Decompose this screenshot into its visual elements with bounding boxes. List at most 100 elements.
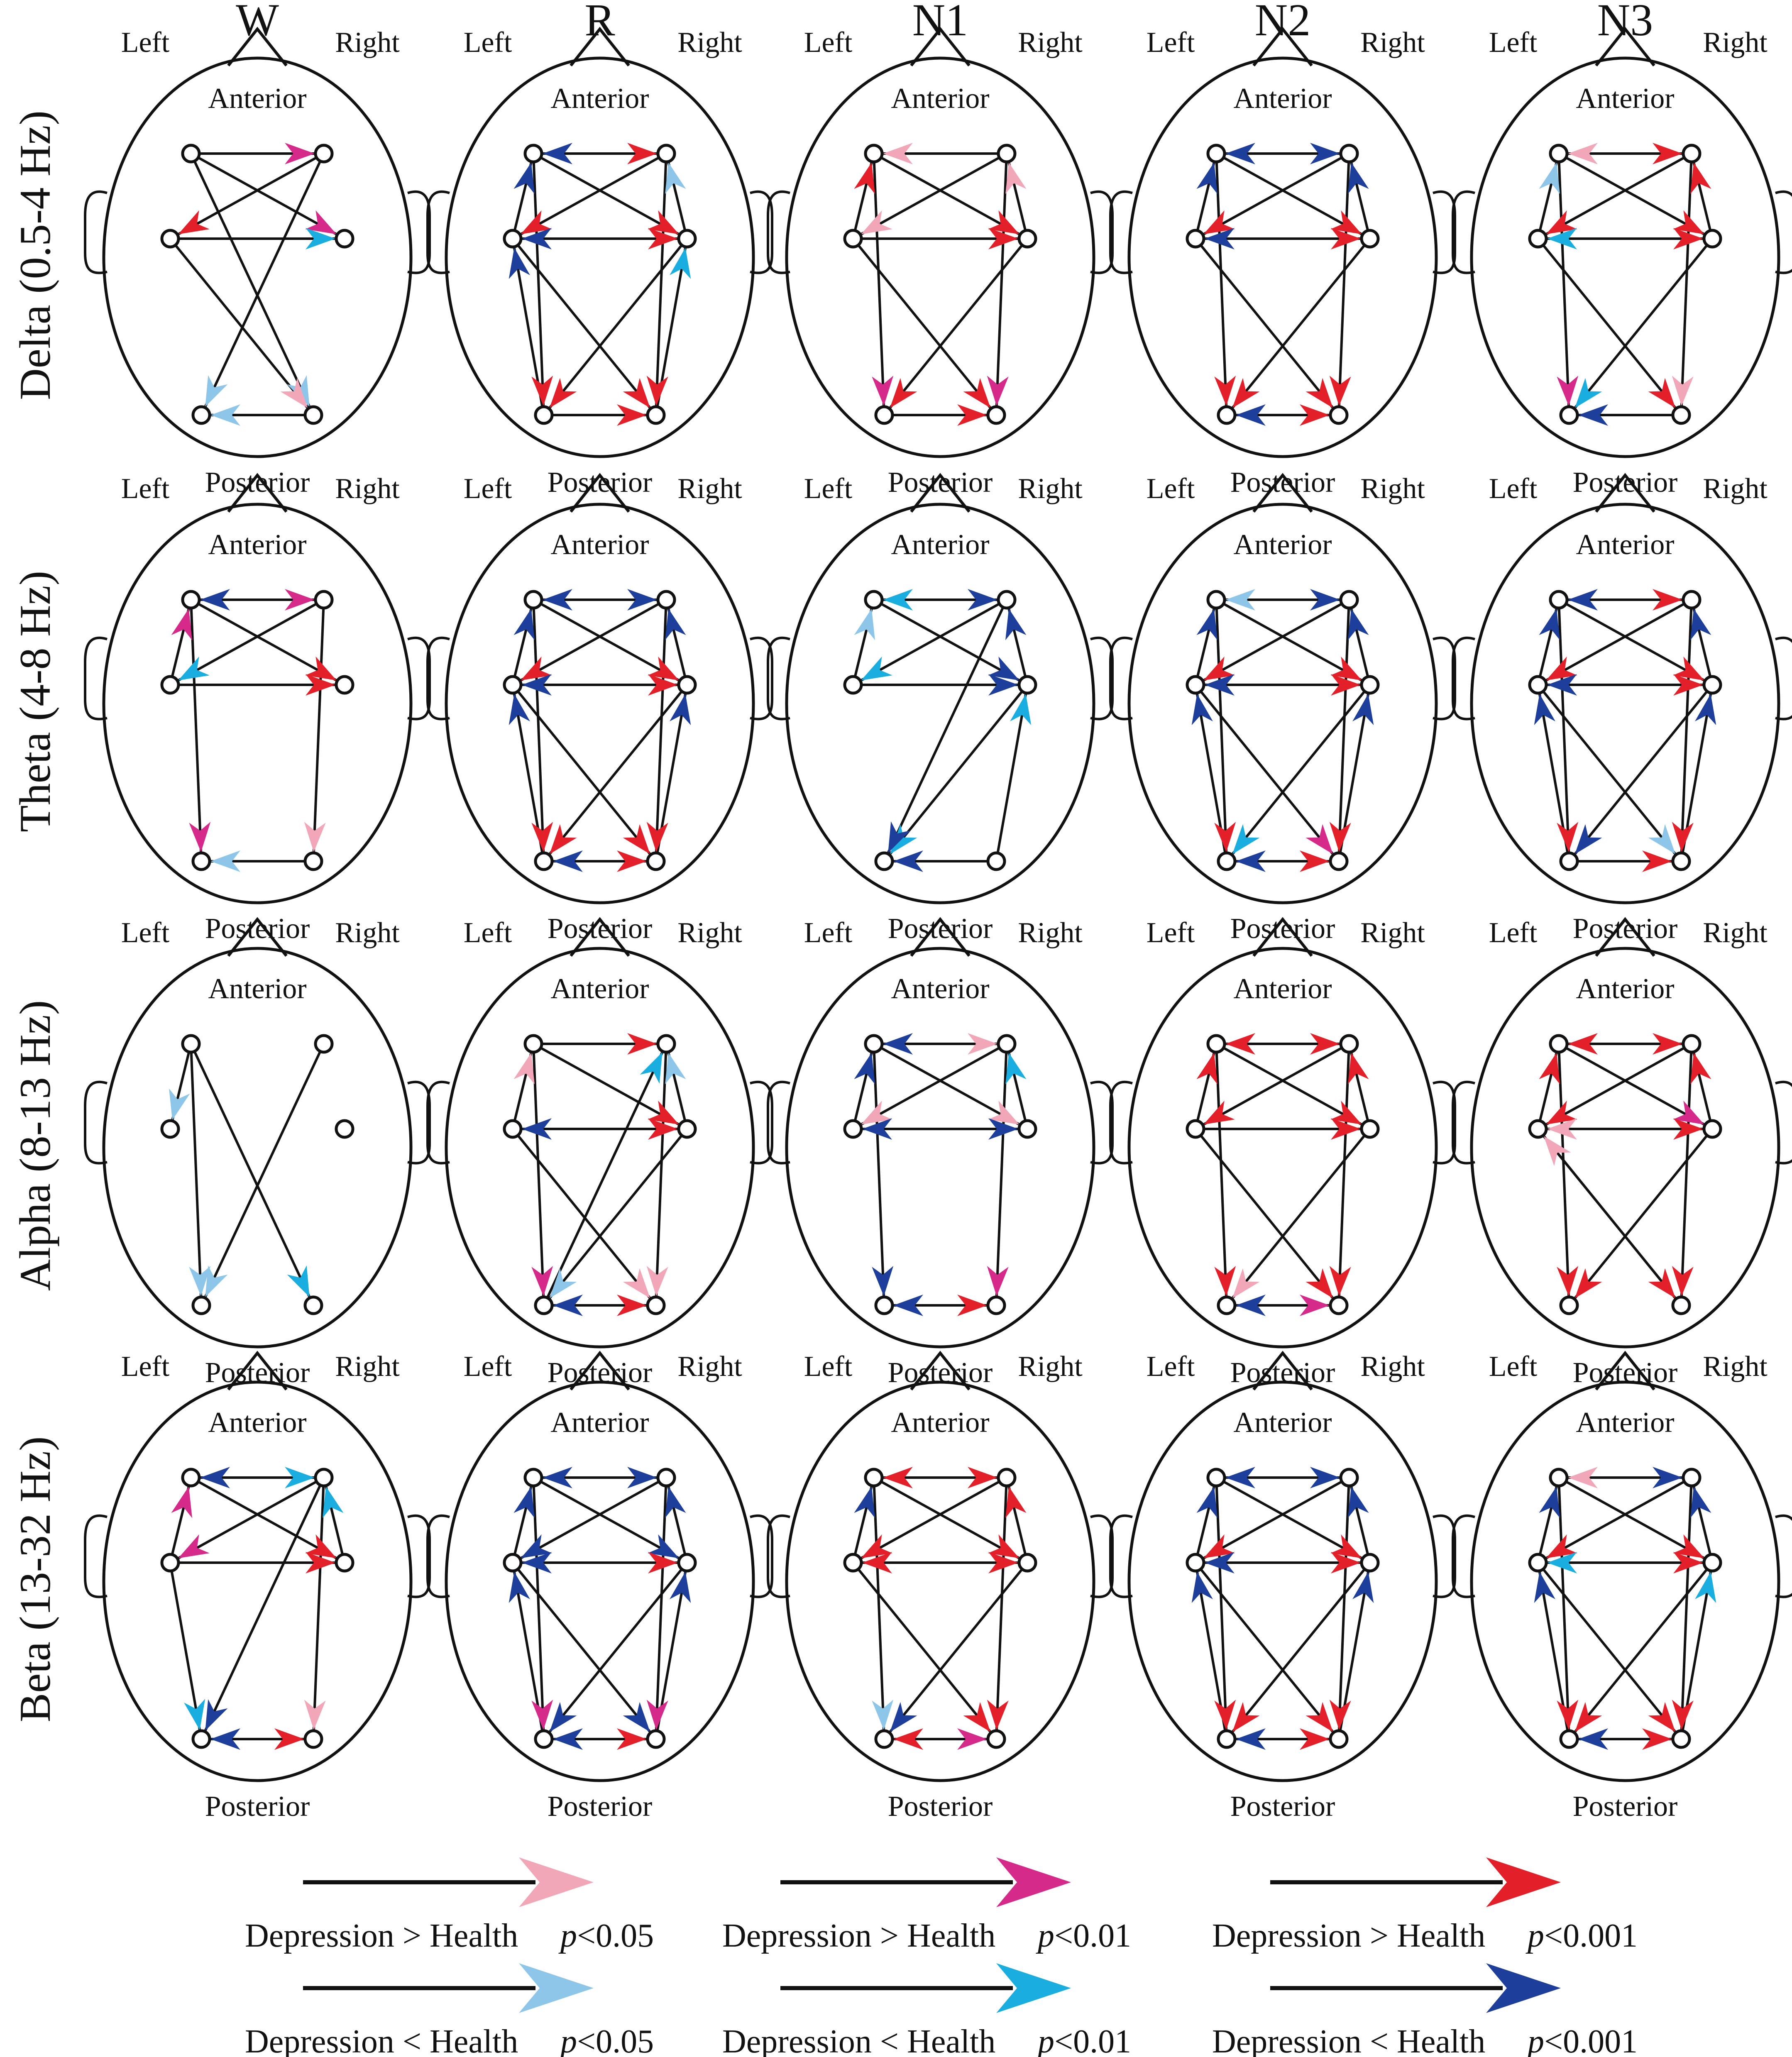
arrowhead-inc01	[531, 1700, 553, 1730]
label-left: Left	[121, 917, 170, 949]
arrowhead-inc001	[617, 1295, 647, 1316]
electrode-right-occipital	[986, 1729, 1006, 1749]
connection-left-central-to-right-occipital	[517, 245, 651, 409]
left-ear-icon	[1109, 190, 1133, 274]
label-anterior: Anterior	[891, 973, 989, 1005]
label-right: Right	[1360, 473, 1425, 505]
arrowhead-inc001	[648, 1100, 679, 1125]
right-ear-icon	[1090, 1080, 1114, 1165]
arrowhead-dec001	[509, 1571, 530, 1603]
label-posterior: Posterior	[205, 1791, 310, 1822]
arrowhead-dec001	[513, 1486, 535, 1518]
arrowheads	[1539, 1033, 1711, 1298]
electrode-left-central	[160, 1553, 180, 1573]
connection-right-frontal-to-left-central	[177, 157, 317, 235]
connection-right-frontal-to-left-central	[1203, 157, 1342, 235]
arrowhead-dec01	[670, 247, 691, 279]
electrode-right-occipital	[986, 851, 1006, 871]
left-ear-icon	[767, 636, 790, 721]
arrowheads	[854, 143, 1027, 426]
electrode-right-central	[335, 1119, 354, 1139]
connection-left-frontal-to-left-occipital	[1215, 1486, 1228, 1730]
electrode-left-frontal	[1549, 590, 1569, 610]
arrowhead-inc05	[861, 1100, 892, 1125]
arrowhead-dec01	[1010, 694, 1032, 726]
arrowhead-dec05	[205, 375, 228, 407]
arrowhead-inc001	[988, 228, 1018, 249]
arrowhead-inc001	[648, 674, 678, 696]
arrowhead-inc001	[648, 210, 679, 235]
electrode-right-frontal	[314, 1468, 334, 1488]
connection-left-frontal-to-left-occipital	[873, 1486, 885, 1730]
arrowhead-inc001	[521, 210, 552, 235]
electrode-right-frontal	[1339, 590, 1359, 610]
electrode-left-frontal	[1549, 1034, 1569, 1054]
arrowhead-inc001	[1331, 228, 1361, 249]
electrode-left-central	[503, 1553, 523, 1573]
legend-label: Depression > Health	[245, 1918, 518, 1954]
label-right: Right	[1018, 917, 1083, 949]
label-anterior: Anterior	[1576, 529, 1674, 561]
arrowhead-inc01	[1557, 376, 1579, 406]
label-anterior: Anterior	[550, 529, 649, 561]
arrowhead-dec001	[522, 228, 552, 249]
legend-label: Depression < Health	[1212, 2023, 1485, 2057]
arrowhead-dec001	[509, 247, 530, 279]
electrode-left-occipital	[191, 1729, 211, 1749]
label-right: Right	[1360, 27, 1425, 59]
arrowhead-dec001	[522, 1118, 552, 1140]
label-anterior: Anterior	[550, 1407, 649, 1439]
left-ear-icon	[767, 1514, 790, 1598]
arrowhead-inc001	[1330, 210, 1362, 235]
label-posterior: Posterior	[1230, 1791, 1335, 1822]
connection-right-frontal-to-right-occipital	[1680, 1053, 1693, 1297]
arrowhead-inc001	[1005, 1486, 1027, 1518]
label-left: Left	[464, 917, 512, 949]
electrode-right-central	[1360, 1553, 1380, 1573]
electrode-left-central	[1528, 675, 1548, 695]
arrowhead-dec01	[178, 656, 210, 681]
arrowhead-inc05	[1005, 162, 1027, 194]
electrode-left-frontal	[181, 590, 201, 610]
arrowhead-inc001	[648, 1118, 678, 1140]
arrowhead-dec001	[1690, 608, 1711, 640]
arrowhead-inc001	[1300, 404, 1330, 426]
connection-left-frontal-to-left-occipital	[1215, 608, 1228, 853]
electrode-right-occipital	[646, 405, 666, 425]
connection-right-central-to-left-occipital	[1231, 691, 1365, 855]
left-ear-icon	[426, 1080, 450, 1165]
connection-right-central-to-left-occipital	[1574, 1569, 1708, 1733]
arrowhead-dec001	[1191, 694, 1213, 726]
arrowhead-dec001	[854, 1053, 875, 1085]
arrowhead-inc05	[304, 822, 326, 853]
nose-icon	[1252, 1351, 1313, 1391]
head-outline	[445, 947, 755, 1349]
arrowhead-dec001	[522, 674, 552, 696]
arrowhead-inc001	[521, 656, 552, 681]
label-anterior: Anterior	[550, 973, 649, 1005]
edges	[854, 599, 1027, 862]
nose-icon	[570, 27, 630, 67]
arrowhead-dec001	[665, 1486, 686, 1518]
right-ear-icon	[1090, 636, 1114, 721]
arrowhead-inc001	[1203, 210, 1235, 235]
arrowhead-inc001	[1331, 674, 1361, 696]
arrowhead-inc001	[1203, 656, 1235, 681]
arrowhead-inc001	[306, 1552, 335, 1573]
legend-p-value: <0.05	[577, 1918, 654, 1954]
left-ear-icon	[767, 1080, 790, 1165]
arrowhead-inc001	[1574, 1268, 1602, 1298]
left-ear-icon	[426, 190, 450, 274]
electrodes	[1528, 590, 1722, 871]
edges	[854, 1043, 1027, 1307]
connection-right-frontal-to-right-occipital	[1680, 162, 1693, 406]
electrodes	[1528, 1468, 1722, 1749]
connection-left-frontal-to-left-occipital	[190, 1053, 203, 1297]
label-anterior: Anterior	[1233, 973, 1332, 1005]
connection-left-central-to-right-occipital	[858, 1569, 992, 1733]
connection-left-central-to-right-occipital	[175, 245, 309, 409]
arrowhead-dec001	[522, 1552, 552, 1573]
